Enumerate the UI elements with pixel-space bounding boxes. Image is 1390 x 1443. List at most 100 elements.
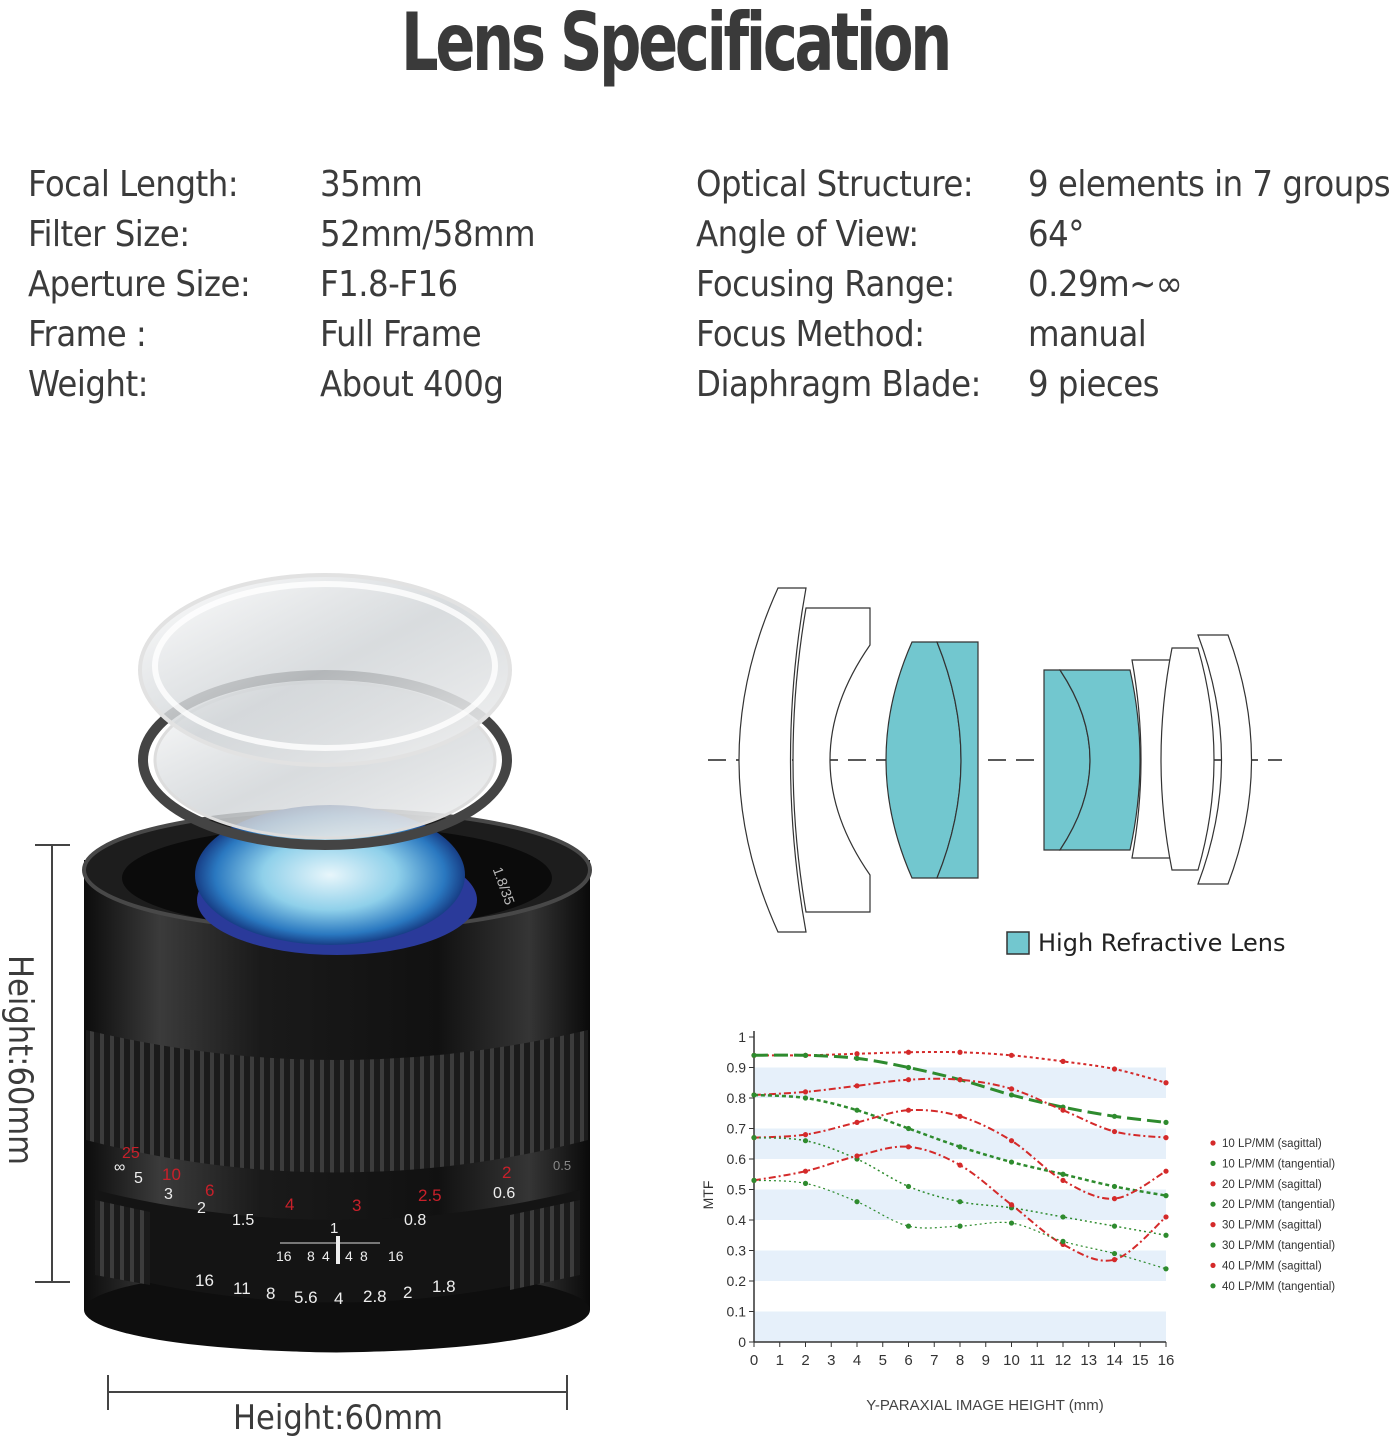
distance-m-3: 2 [197,1200,206,1217]
mtf-x-tick-label: 11 [1029,1352,1045,1369]
mtf-data-point [751,1052,757,1058]
mtf-data-point [1163,1232,1169,1238]
mtf-data-point [854,1107,860,1113]
aperture-5: 2.8 [363,1287,387,1306]
mtf-data-point [905,1144,912,1150]
mtf-x-tick-label: 13 [1080,1352,1097,1369]
mtf-x-tick-label: 4 [853,1352,861,1369]
distance-m-8: 0.5 [553,1158,571,1173]
mtf-data-point [854,1119,860,1125]
distance-ft-4: 3 [352,1196,361,1215]
dof-2: 4 [322,1248,330,1264]
aperture-0: 16 [195,1271,214,1290]
distance-m-1: 5 [134,1170,143,1187]
mtf-legend-marker [1210,1181,1216,1187]
distance-ft-1: 10 [162,1165,181,1184]
mtf-x-tick-label: 8 [956,1352,964,1369]
legend-swatch-high-refractive [1006,931,1030,955]
distance-ft-2: 6 [205,1181,214,1200]
mtf-data-point [1111,1257,1118,1263]
mtf-legend-label: 30 LP/MM (sagittal) [1222,1220,1322,1232]
spec-label-aperture-size: Aperture Size: [28,264,251,305]
spec-value-aperture-size: F1.8-F16 [320,264,458,305]
spec-label-focal-length: Focal Length: [28,164,239,205]
mtf-x-tick-label: 7 [930,1352,938,1369]
mtf-data-point [957,1162,963,1168]
spec-label-angle-of-view: Angle of View: [696,214,919,255]
aperture-6: 2 [403,1283,412,1302]
mtf-data-point [957,1144,963,1150]
spec-value-filter-size: 52mm/58mm [320,214,536,255]
dof-3: 4 [345,1248,353,1264]
spec-value-optical-structure: 9 elements in 7 groups [1028,164,1390,205]
mtf-data-point [957,1077,963,1083]
mtf-data-point [1163,1266,1169,1272]
mtf-y-tick-label: 0 [738,1334,746,1350]
spec-value-frame: Full Frame [320,314,482,355]
mtf-data-point [854,1083,860,1089]
lens-element-9 [1197,634,1253,885]
legend-label-high-refractive: High Refractive Lens [1038,929,1285,957]
mtf-y-axis-label: MTF [700,1181,716,1210]
mtf-x-tick-label: 5 [879,1352,887,1369]
mtf-series-line [753,1108,1167,1200]
aperture-3: 5.6 [294,1288,318,1307]
aperture-7: 1.8 [432,1277,456,1296]
mtf-data-point [1111,1183,1118,1190]
dof-1: 8 [307,1248,315,1264]
mtf-data-point [957,1113,963,1119]
spec-label-filter-size: Filter Size: [28,214,190,255]
mtf-legend-marker [1210,1201,1216,1207]
mtf-data-point [1111,1223,1118,1229]
lens-illustration: 1.8/35 25 10 6 4 3 2.5 2 ∞ 5 3 2 1.5 1 0… [35,573,592,1410]
lens-element-7 [1131,659,1173,859]
mtf-x-tick-label: 14 [1106,1352,1123,1369]
spec-value-weight: About 400g [320,364,504,405]
mtf-data-point [905,1223,912,1229]
mtf-data-point [802,1132,809,1138]
mtf-data-point [854,1055,860,1061]
mtf-data-point [957,1049,963,1055]
mtf-legend-marker [1210,1283,1216,1289]
mtf-x-tick-label: 0 [750,1352,758,1369]
spec-label-focus-method: Focus Method: [696,314,925,355]
mtf-data-point [751,1177,757,1183]
mtf-x-tick-label: 16 [1158,1352,1175,1369]
spec-label-diaphragm-blade: Diaphragm Blade: [696,364,981,405]
mtf-data-point [905,1049,912,1055]
mtf-grid-band [754,1311,1166,1342]
optical-structure-diagram: High Refractive Lens [708,587,1285,957]
mtf-data-point [1008,1086,1015,1092]
height-dimension-label: Height:60mm [0,955,40,1165]
mtf-x-tick-label: 12 [1055,1352,1072,1369]
mtf-data-point [905,1107,912,1113]
mtf-x-tick-label: 15 [1132,1352,1149,1369]
mtf-data-point [1111,1128,1118,1135]
mtf-data-point [854,1199,860,1205]
mtf-legend-marker [1210,1160,1216,1166]
mtf-data-point [1111,1066,1118,1072]
mtf-legend-label: 40 LP/MM (sagittal) [1222,1260,1322,1272]
aperture-1: 11 [233,1279,251,1298]
lens-element-1 [738,587,807,933]
mtf-x-tick-label: 10 [1003,1352,1020,1369]
mtf-x-tick-label: 9 [982,1352,990,1369]
spec-value-focusing-range: 0.29m∼∞ [1028,264,1183,305]
mtf-grid-band [754,1098,1166,1129]
mtf-data-point [1008,1159,1015,1165]
mtf-data-point [751,1092,757,1098]
spec-value-diaphragm-blade: 9 pieces [1028,364,1160,405]
lens-element-2 [792,607,871,913]
mtf-grid-band [754,1128,1166,1159]
mtf-legend-label: 20 LP/MM (sagittal) [1222,1179,1322,1191]
mtf-grid-band [754,1250,1166,1281]
mtf-legend-label: 10 LP/MM (tangential) [1222,1158,1335,1170]
mtf-data-point [751,1135,757,1141]
mtf-data-point [802,1095,809,1101]
distance-m-0: ∞ [114,1159,125,1176]
spec-value-focal-length: 35mm [320,164,423,205]
spec-label-frame: Frame : [28,314,147,355]
distance-m-7: 0.6 [493,1185,515,1202]
aperture-4: 4 [334,1289,343,1308]
mtf-legend-marker [1210,1262,1216,1268]
